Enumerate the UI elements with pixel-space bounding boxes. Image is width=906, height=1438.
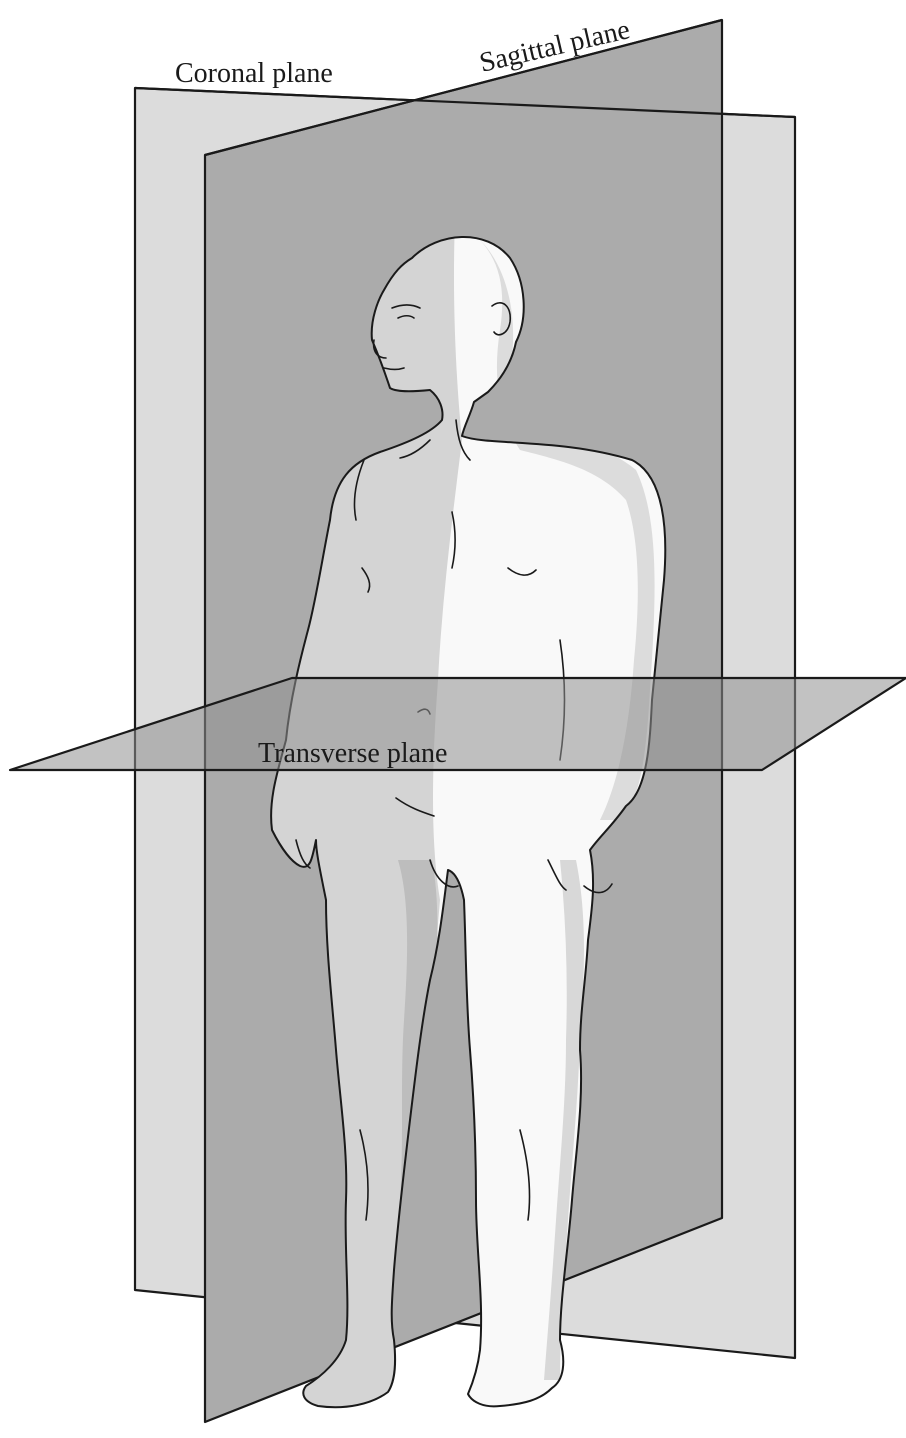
coronal-plane-label: Coronal plane — [175, 58, 333, 89]
transverse-plane-label: Transverse plane — [258, 738, 447, 769]
